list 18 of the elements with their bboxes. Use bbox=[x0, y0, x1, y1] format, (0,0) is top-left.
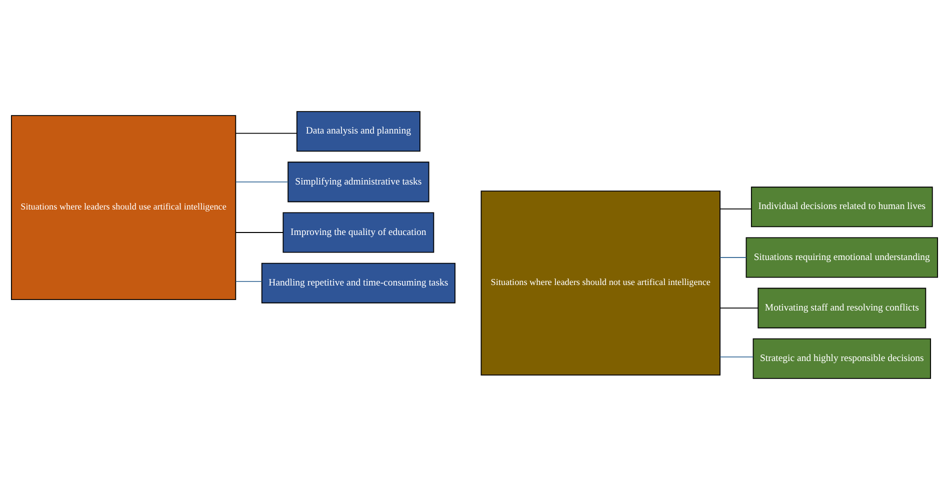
node-box: Handling repetitive and time-consuming tasks bbox=[260, 262, 455, 304]
connector bbox=[719, 356, 754, 358]
node-box: Data analysis and planning bbox=[296, 111, 420, 152]
node-box: Simplifying administrative tasks bbox=[287, 162, 429, 202]
connector bbox=[719, 208, 752, 210]
connector bbox=[719, 257, 746, 258]
node-box: Strategic and highly responsible decisions bbox=[752, 338, 931, 379]
node-box: Situations requiring emotional understanding bbox=[745, 237, 938, 278]
node-box: Individual decisions related to human lives bbox=[750, 186, 932, 228]
node-box: Improving the quality of education bbox=[282, 212, 434, 253]
connector bbox=[234, 132, 297, 134]
connector bbox=[234, 181, 288, 182]
connector bbox=[234, 280, 262, 282]
node-box: Situations where leaders should use artifical intelligence bbox=[10, 115, 236, 300]
node-box: Situations where leaders should not use artifical intelligence bbox=[480, 190, 720, 376]
connector bbox=[719, 308, 758, 309]
connector bbox=[234, 232, 284, 233]
node-box: Motivating staff and resolving conflicts bbox=[757, 288, 926, 328]
